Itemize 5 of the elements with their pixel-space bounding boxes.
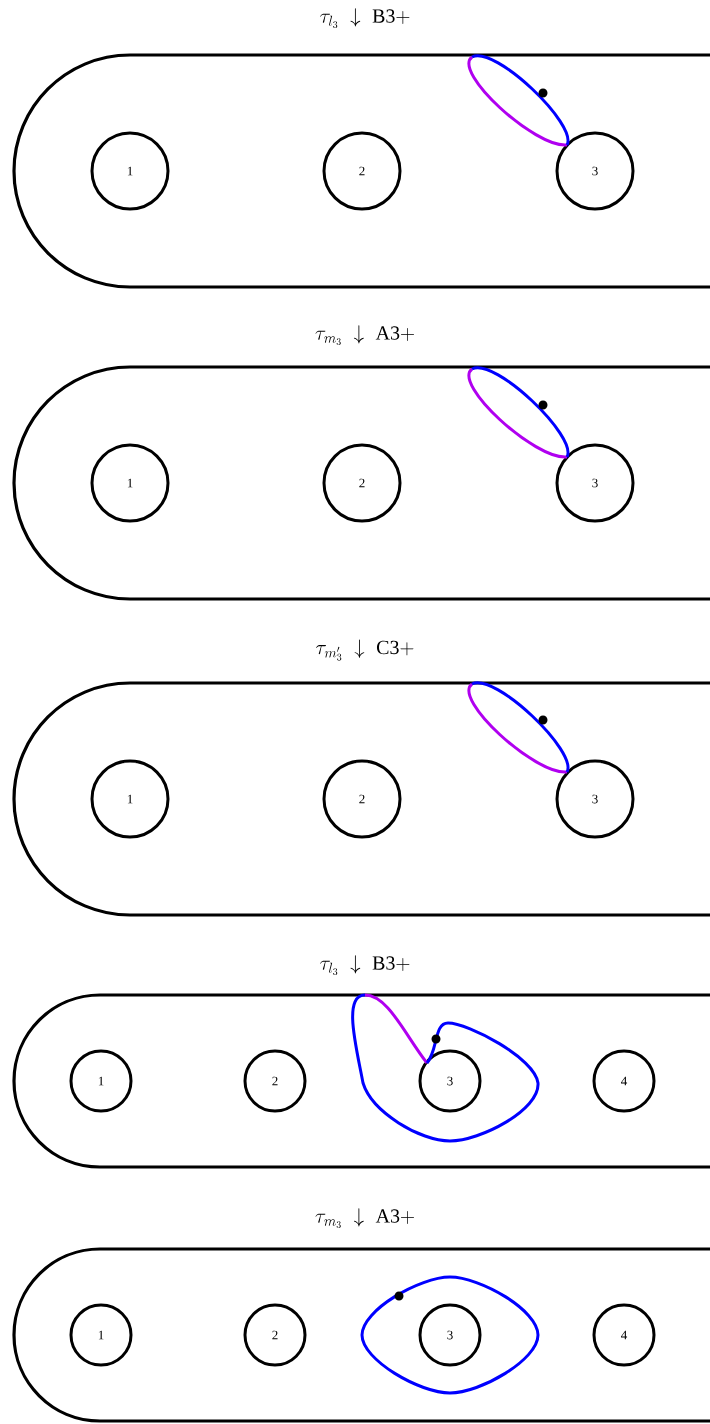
heading: $\tau_{l_3}\;\downarrow\;\mathrm{B3+}$ [320, 955, 410, 976]
heading: $\tau_{m_3}\;\downarrow\;\mathrm{A3+}$ [315, 325, 414, 346]
heading: $\tau_{m_3}\;\downarrow\;\mathrm{A3+}$ [315, 1208, 414, 1229]
heading: $\tau_{l_3}\;\downarrow\;\mathrm{B3+}$ [320, 8, 410, 29]
heading: $\tau_{m'_3}\;\downarrow\;\mathrm{C3+}$ [316, 639, 414, 661]
